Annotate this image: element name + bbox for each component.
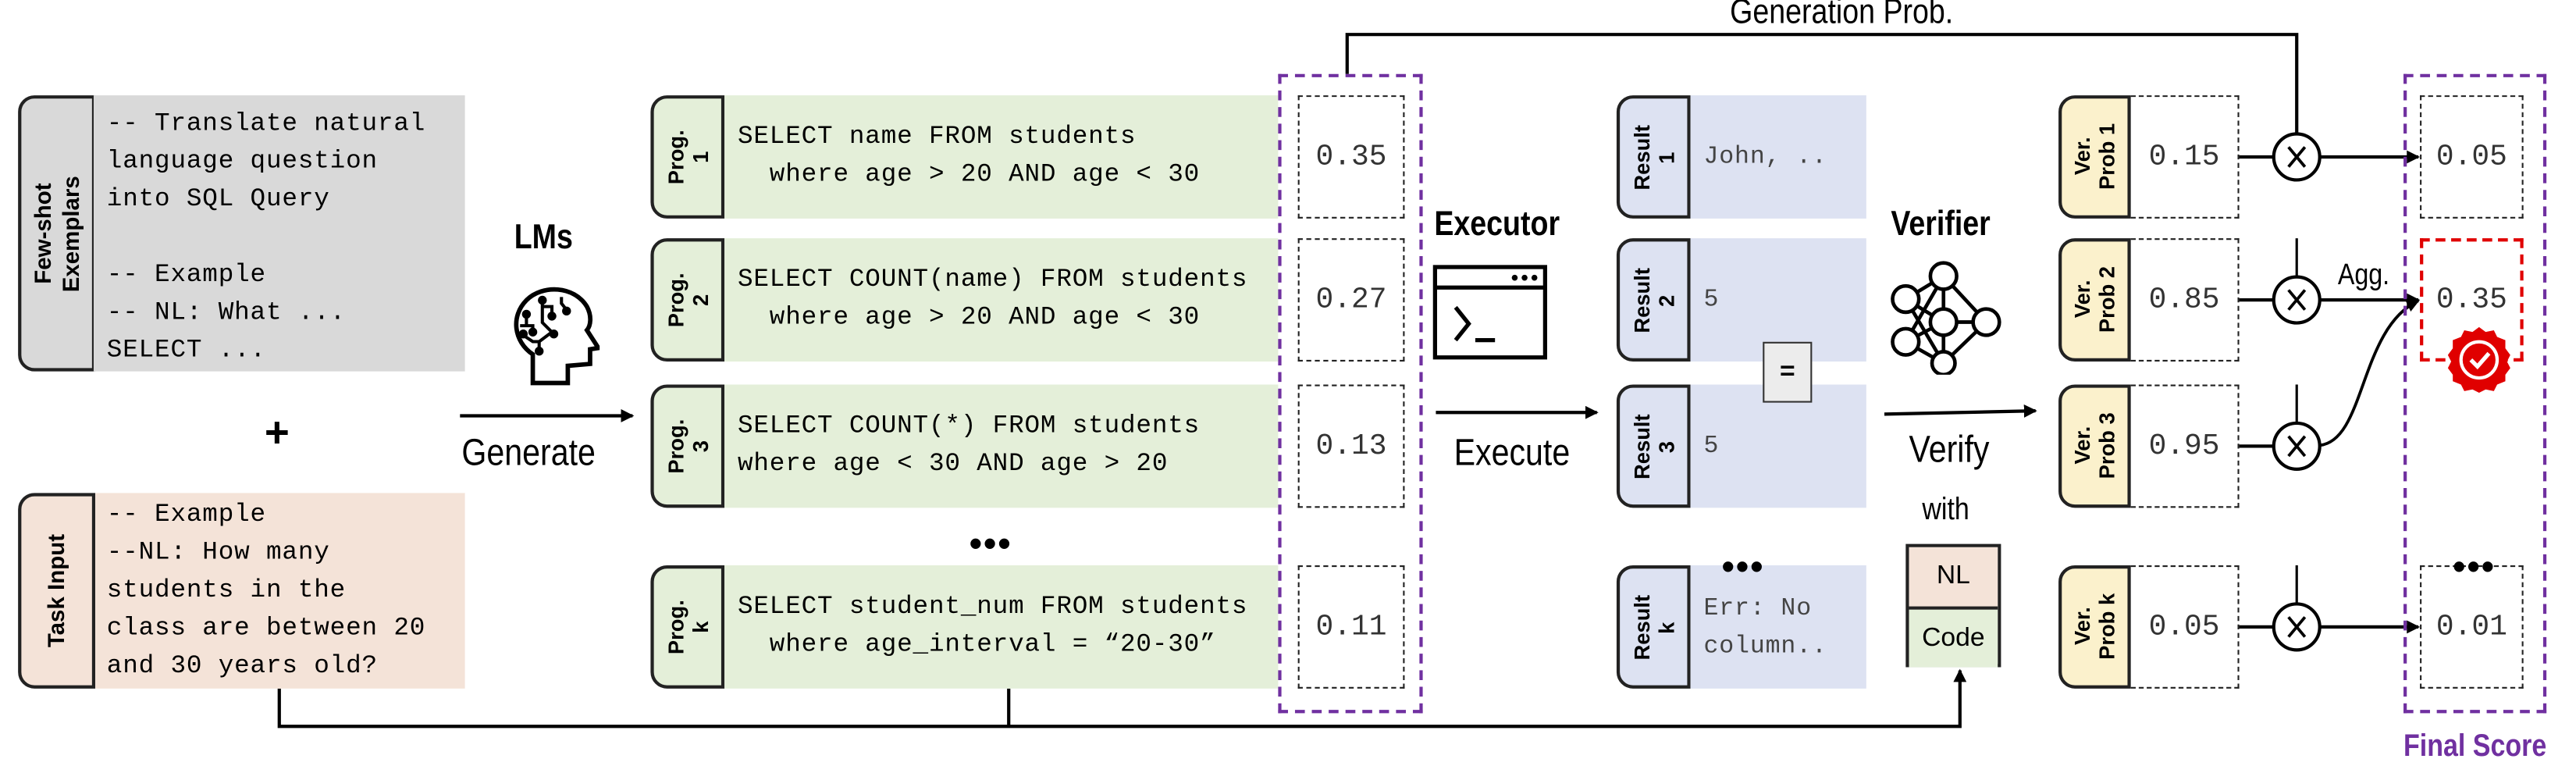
multiply-cross	[2287, 616, 2307, 638]
few-shot-tab: Few-shot Exemplars	[18, 95, 96, 372]
generate-label: Generate	[461, 430, 596, 474]
terminal-icon	[1432, 265, 1548, 360]
verification-tab: Ver. Prob 2	[2058, 238, 2131, 362]
generation-prob-value: 0.11	[1297, 565, 1405, 689]
few-shot-text: -- Translate natural language question i…	[93, 95, 465, 372]
nl-input-cell: NL	[1909, 547, 1998, 610]
verification-tab: Ver. Prob k	[2058, 565, 2131, 689]
verify-arrow	[1884, 404, 2037, 418]
verify-label: Verify	[1909, 427, 1990, 470]
result-value: 5	[1690, 238, 1866, 362]
program-tab-label: Prog. 2	[663, 273, 713, 328]
generation-prob-label: Generation Prob.	[1730, 0, 1954, 31]
result-value: 5	[1690, 384, 1866, 508]
equal-sign-box: =	[1763, 341, 1813, 403]
verifier-inputs: NL Code	[1905, 543, 2001, 668]
verification-tab-label: Ver. Prob 3	[2069, 412, 2119, 479]
program-tab-label: Prog. 1	[663, 130, 713, 184]
task-input-label: Task Input	[42, 534, 69, 648]
brain-head-icon	[514, 287, 600, 386]
result-tab-label: Result 2	[1628, 267, 1678, 333]
program-tab-label: Prog. k	[663, 599, 713, 654]
program-tab-label: Prog. 3	[663, 419, 713, 474]
task-input-tab: Task Input	[18, 493, 96, 689]
result-tab-label: Result 1	[1628, 124, 1678, 190]
final-ellipsis: •••	[2453, 545, 2496, 587]
verification-prob-value: 0.95	[2130, 384, 2240, 508]
program-tab: Prog. 3	[650, 384, 725, 508]
result-tab: Result 2	[1616, 238, 1691, 362]
program-sql: SELECT student_num FROM students where a…	[724, 565, 1279, 689]
result-tab: Result 1	[1616, 95, 1691, 219]
execute-label: Execute	[1453, 430, 1571, 474]
generation-prob-value: 0.35	[1297, 95, 1405, 219]
neural-network-icon	[1891, 261, 2001, 375]
program-sql: SELECT COUNT(*) FROM students where age …	[724, 384, 1279, 508]
generation-prob-value: 0.27	[1297, 238, 1405, 362]
verifier-label: Verifier	[1891, 205, 1991, 244]
generation-prob-line	[1345, 33, 2299, 134]
multiply-cross	[2287, 146, 2307, 168]
program-sql: SELECT name FROM students where age > 20…	[724, 95, 1279, 219]
verification-prob-value: 0.15	[2130, 95, 2240, 219]
result-tab-label: Result 3	[1628, 413, 1678, 479]
task-input-text: -- Example --NL: How many students in th…	[95, 493, 465, 689]
multiply-cross	[2287, 289, 2307, 311]
program-sql: SELECT COUNT(name) FROM students where a…	[724, 238, 1279, 362]
results-ellipsis: •••	[1721, 545, 1765, 587]
multiply-cross	[2287, 435, 2307, 458]
final-score-value: 0.05	[2420, 95, 2524, 219]
verification-tab: Ver. Prob 1	[2058, 95, 2131, 219]
verification-prob-value: 0.05	[2130, 565, 2240, 689]
verified-badge-icon	[2447, 326, 2510, 393]
final-score-value: 0.01	[2420, 565, 2524, 689]
programs-ellipsis: •••	[969, 522, 1012, 564]
result-tab: Result 3	[1616, 384, 1691, 508]
result-tab-label: Result k	[1628, 594, 1678, 660]
agg-label: Agg.	[2337, 258, 2390, 291]
result-value: John, ..	[1690, 95, 1866, 219]
executor-label: Executor	[1434, 205, 1560, 244]
program-tab: Prog. 1	[650, 95, 725, 219]
final-score-frame	[2403, 73, 2547, 714]
few-shot-label: Few-shot Exemplars	[28, 175, 84, 292]
program-tab: Prog. 2	[650, 238, 725, 362]
input-feed-line	[277, 668, 1967, 729]
code-input-cell: Code	[1909, 609, 1998, 668]
verification-tab-label: Ver. Prob 1	[2069, 123, 2119, 191]
generation-prob-value: 0.13	[1297, 384, 1405, 508]
program-tab: Prog. k	[650, 565, 725, 689]
verification-prob-value: 0.85	[2130, 238, 2240, 362]
result-tab: Result k	[1616, 565, 1691, 689]
with-label: with	[1922, 493, 1969, 528]
verification-tab: Ver. Prob 3	[2058, 384, 2131, 508]
verification-tab-label: Ver. Prob 2	[2069, 266, 2119, 333]
final-score-label: Final Score	[2403, 729, 2547, 764]
result-value: Err: No column..	[1690, 565, 1866, 689]
plus-sign: +	[264, 407, 290, 458]
lms-label: LMs	[514, 218, 573, 257]
generation-prob-frame	[1278, 73, 1423, 714]
verification-tab-label: Ver. Prob k	[2069, 593, 2119, 661]
aggregate-curve	[2319, 299, 2420, 447]
